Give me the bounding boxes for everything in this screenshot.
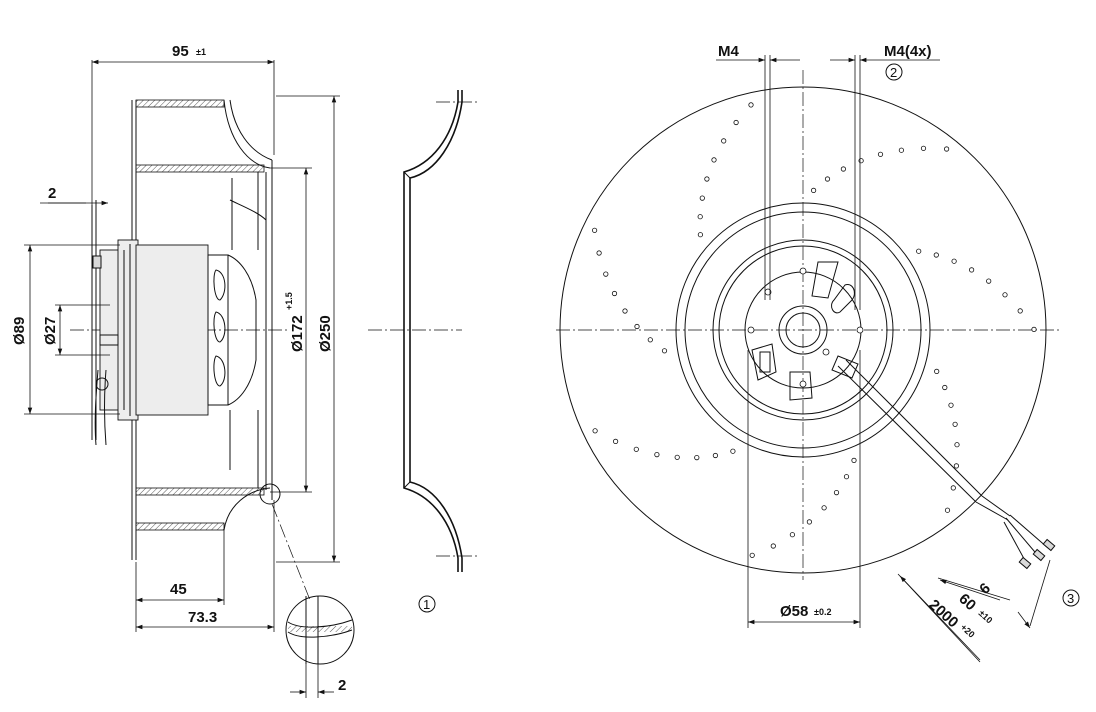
rivet-hole bbox=[840, 166, 847, 172]
rivet-hole bbox=[943, 146, 950, 152]
rivet-hole bbox=[634, 323, 640, 330]
rivet-holes bbox=[591, 102, 1037, 558]
rivet-hole bbox=[730, 448, 736, 454]
dim-width-95-tol: ±1 bbox=[196, 47, 206, 57]
rivet-hole bbox=[712, 452, 719, 459]
svg-text:3: 3 bbox=[1067, 591, 1074, 606]
rivet-hole bbox=[934, 368, 940, 374]
rivet-hole bbox=[824, 176, 831, 182]
dim-lead-60-tol: ±10 bbox=[977, 608, 995, 625]
rivet-hole bbox=[733, 119, 739, 126]
rivet-hole bbox=[654, 451, 660, 458]
rivet-hole bbox=[694, 454, 700, 461]
rivet-hole bbox=[622, 308, 628, 314]
rivet-hole bbox=[699, 195, 705, 201]
rivet-hole bbox=[633, 446, 639, 452]
rivet-hole bbox=[1017, 308, 1023, 314]
callout-3 bbox=[1062, 589, 1080, 607]
rivet-hole bbox=[851, 457, 857, 463]
rivet-hole bbox=[810, 187, 817, 193]
rivet-hole bbox=[951, 258, 957, 264]
rivet-hole bbox=[770, 543, 776, 549]
cable bbox=[837, 359, 1056, 570]
dim-thread-m4x4: M4(4x) bbox=[884, 43, 932, 60]
dim-bore-tol: ±0.2 bbox=[814, 607, 831, 617]
rivet-hole bbox=[596, 250, 602, 256]
rivet-hole bbox=[612, 438, 619, 444]
dim-outer-dia: Ø250 bbox=[317, 315, 334, 352]
rivet-hole bbox=[697, 214, 703, 220]
rivet-hole bbox=[952, 421, 958, 427]
callout-1 bbox=[418, 595, 436, 613]
dim-cable-tol: +20 bbox=[959, 622, 977, 640]
dim-detail-2: 2 bbox=[338, 677, 346, 694]
rivet-hole bbox=[697, 232, 704, 238]
dim-hub-dia: Ø89 bbox=[11, 317, 28, 345]
rivet-hole bbox=[721, 138, 727, 144]
rivet-hole bbox=[944, 507, 951, 513]
dim-lead-60: 60 bbox=[955, 590, 979, 614]
dim-inlet-tol: +1.5 bbox=[284, 292, 294, 310]
motor-hub bbox=[91, 200, 257, 446]
rivet-hole bbox=[806, 519, 813, 525]
svg-text:1: 1 bbox=[423, 597, 430, 612]
dim-depth-733: 73.3 bbox=[188, 609, 217, 626]
rivet-hole bbox=[933, 252, 939, 258]
dim-width-95: 95 bbox=[172, 43, 189, 60]
rivet-hole bbox=[603, 271, 609, 277]
front-view: M4 M4(4x) 2 Ø58 ±0.2 6 60 ±10 2000 +20 3 bbox=[556, 43, 1080, 663]
rivet-hole bbox=[950, 485, 956, 491]
rivet-hole bbox=[611, 290, 618, 297]
detail-view bbox=[285, 595, 355, 665]
dim-depth-45: 45 bbox=[170, 581, 187, 598]
rivet-hole bbox=[789, 532, 796, 538]
rivet-hole bbox=[661, 348, 668, 354]
rivet-hole bbox=[647, 337, 653, 343]
rivet-hole bbox=[821, 505, 827, 511]
rivet-hole bbox=[916, 248, 922, 254]
rivet-hole bbox=[1002, 292, 1008, 298]
rivet-hole bbox=[898, 147, 905, 153]
cable-length-dims bbox=[897, 559, 1051, 663]
side-view: 95 ±1 2 Ø89 Ø27 Ø172 +1.5 Ø250 45 bbox=[11, 43, 355, 698]
rivet-hole bbox=[591, 227, 598, 233]
rivet-hole bbox=[711, 157, 717, 163]
rivet-hole bbox=[954, 442, 960, 448]
dim-inlet-dia: Ø172 bbox=[289, 315, 306, 352]
dim-bore-dia: Ø58 bbox=[780, 603, 808, 620]
rivet-hole bbox=[674, 454, 680, 460]
rivet-hole bbox=[833, 489, 840, 496]
rivet-hole bbox=[704, 176, 710, 182]
impeller-bottom-section bbox=[135, 410, 271, 531]
rivet-hole bbox=[749, 552, 755, 558]
rivet-hole bbox=[953, 463, 960, 469]
rivet-hole bbox=[968, 267, 975, 273]
dim-lead-6: 6 bbox=[976, 580, 994, 598]
svg-text:2: 2 bbox=[890, 65, 897, 80]
rivet-hole bbox=[948, 402, 954, 408]
rivet-hole bbox=[592, 428, 598, 434]
hub-features bbox=[747, 261, 864, 401]
callout-2 bbox=[885, 63, 903, 81]
dim-shaft-dia: Ø27 bbox=[42, 317, 59, 345]
dim-plate-2: 2 bbox=[48, 185, 56, 202]
rivet-hole bbox=[942, 384, 948, 391]
rivet-hole bbox=[843, 474, 850, 480]
rivet-hole bbox=[920, 145, 927, 151]
rivet-hole bbox=[986, 278, 992, 284]
rivet-hole bbox=[858, 158, 864, 164]
rivet-hole bbox=[1031, 326, 1037, 332]
dim-thread-m4: M4 bbox=[718, 43, 739, 60]
rivet-hole bbox=[748, 102, 754, 108]
rivet-hole bbox=[877, 151, 884, 157]
inlet-ring-view: 1 bbox=[368, 90, 480, 613]
